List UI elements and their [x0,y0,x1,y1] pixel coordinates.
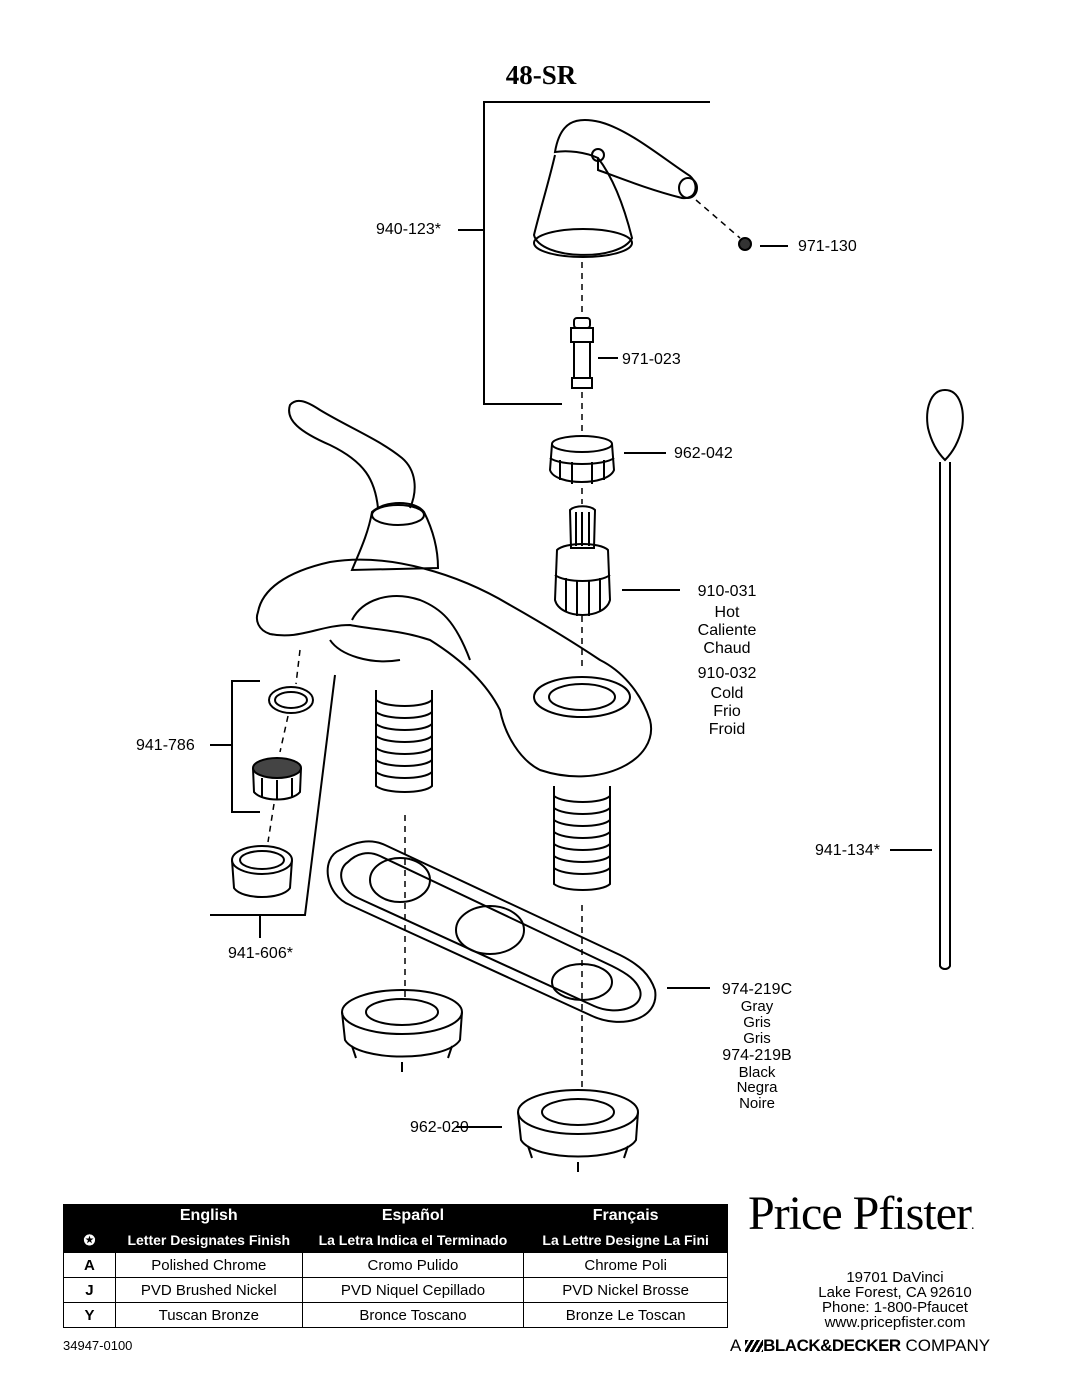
brand-trademark: . [970,1218,974,1233]
finish-french: PVD Nickel Brosse [523,1277,728,1303]
header-english: English [114,1204,303,1228]
phone-number: Phone: 1-800-Pfaucet [822,1299,968,1316]
handle-part [532,118,698,258]
finish-table: English Español Français ✪ Letter Design… [63,1204,728,1328]
subheader-francais: La Lettre Designe La Fini [523,1227,728,1253]
label-hot-en: Hot [714,604,740,621]
table-row: Y Tuscan Bronze Bronce Toscano Bronze Le… [63,1302,728,1328]
finish-marker-icon: ✪ [63,1227,116,1253]
mounting-nut-right-part [456,1089,639,1172]
finish-code: Y [63,1302,116,1328]
subheader-espanol: La Letra Indica el Terminado [301,1227,525,1253]
finish-table-language-row: English Español Français [63,1204,728,1228]
finish-spanish: Bronce Toscano [301,1302,525,1328]
aerator-part [210,649,336,938]
label-hot-es: Caliente [697,622,757,639]
bonnet-nut-part [548,435,666,484]
table-row: A Polished Chrome Cromo Pulido Chrome Po… [63,1252,728,1278]
label-941-134: 941-134* [815,842,880,859]
label-971-023: 971-023 [622,351,681,368]
finish-code: J [63,1277,116,1303]
website-url: www.pricepfister.com [824,1314,966,1331]
faucet-body-part [255,399,653,891]
finish-table-subheader-row: ✪ Letter Designates Finish La Letra Indi… [63,1227,728,1253]
label-974-219c: 974-219C [721,981,793,998]
label-black-es: Negra [736,1079,778,1096]
adapter-part [570,262,618,432]
company-suffix: COMPANY [905,1336,991,1355]
label-gray-en: Gray [740,998,774,1015]
label-hot-fr: Chaud [703,640,751,657]
label-971-130: 971-130 [798,238,857,255]
label-910-031: 910-031 [697,583,757,600]
label-962-042: 962-042 [674,445,733,462]
set-screw-part [695,199,788,251]
label-cold-es: Frio [713,703,741,720]
finish-english: PVD Brushed Nickel [114,1277,303,1303]
header-francais: Français [523,1204,728,1228]
parent-company-line: A BLACK&DECKER COMPANY [730,1336,990,1356]
company-prefix: A [730,1336,741,1355]
address-street: 19701 DaVinci [846,1269,944,1286]
label-974-219b: 974-219B [722,1047,792,1064]
finish-english: Polished Chrome [114,1252,303,1278]
label-962-020: 962-020 [410,1119,469,1136]
finish-code: A [63,1252,116,1278]
header-espanol: Español [301,1204,525,1228]
subheader-english: Letter Designates Finish [114,1227,303,1253]
lift-rod-part [890,388,964,970]
finish-spanish: PVD Niquel Cepillado [301,1277,525,1303]
label-941-786: 941-786 [136,737,195,754]
label-cold-fr: Froid [708,721,746,738]
black-decker-logo-icon [745,1340,764,1352]
finish-spanish: Cromo Pulido [301,1252,525,1278]
document-number: 34947-0100 [63,1338,133,1353]
label-black-en: Black [738,1064,776,1081]
brand-logo: Price Pfister. [748,1186,974,1241]
finish-table-corner [63,1204,116,1228]
finish-english: Tuscan Bronze [114,1302,303,1328]
label-940-123: 940-123* [376,221,441,238]
label-black-fr: Noire [739,1095,775,1112]
bracket-940-123 [458,101,710,405]
label-gray-fr: Gris [743,1030,771,1047]
finish-french: Bronze Le Toscan [523,1302,728,1328]
company-name: BLACK&DECKER [763,1336,901,1355]
label-cold-en: Cold [710,685,744,702]
cartridge-part [553,488,680,668]
label-gray-es: Gris [743,1014,771,1031]
company-address: 19701 DaVinci Lake Forest, CA 92610 Phon… [770,1270,1020,1330]
brand-name: Price Pfister [748,1187,972,1240]
address-city: Lake Forest, CA 92610 [818,1284,972,1301]
label-941-606: 941-606* [228,945,293,962]
label-910-032: 910-032 [697,665,757,682]
model-number-title: 48-SR [505,60,577,90]
mounting-nut-left-part [341,989,463,1072]
table-row: J PVD Brushed Nickel PVD Niquel Cepillad… [63,1277,728,1303]
finish-french: Chrome Poli [523,1252,728,1278]
escutcheon-plate-part [326,815,710,1090]
